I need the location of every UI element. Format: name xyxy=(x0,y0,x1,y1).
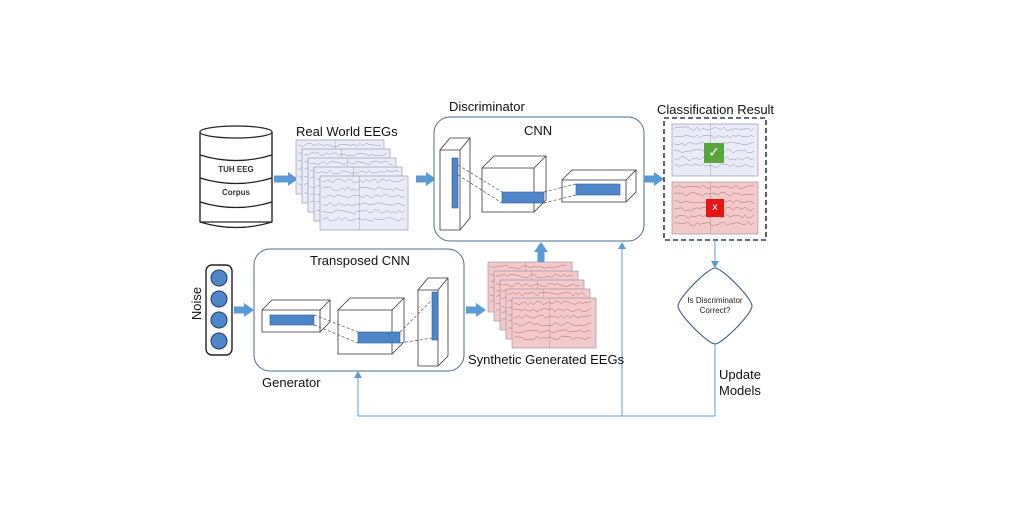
noise-to-gen-arrow xyxy=(244,303,254,317)
disc-to-class-arrow xyxy=(654,172,664,186)
cnn-label: CNN xyxy=(524,123,553,138)
real-eeg-sheet xyxy=(319,175,409,231)
tuh-eeg-label: TUH EEG xyxy=(218,165,254,174)
gen-layer-3 xyxy=(417,277,449,367)
database-icon xyxy=(199,125,273,229)
corpus-label: Corpus xyxy=(222,188,250,197)
checkmark-icon: ✓ xyxy=(704,143,724,163)
real-to-disc-arrow xyxy=(426,172,436,186)
update-label-line2: Models xyxy=(719,383,761,398)
discriminator-label: Discriminator xyxy=(449,99,525,114)
gen-layer-2 xyxy=(337,297,405,355)
disc-layer-3 xyxy=(561,169,637,203)
disc-layer-2 xyxy=(481,155,547,213)
noise-input-icon xyxy=(205,264,233,356)
feedback-lines xyxy=(357,248,716,417)
db-arrow xyxy=(288,172,298,186)
gen-to-synth-arrow xyxy=(476,303,486,317)
synthetic-eeg-stack xyxy=(487,261,597,349)
synthetic-eeg-sheet xyxy=(511,297,597,349)
disc-layer-1 xyxy=(439,137,471,231)
noise-label: Noise xyxy=(189,286,205,321)
real-eeg-stack xyxy=(295,139,409,231)
transposed-cnn-label: Transposed CNN xyxy=(310,253,410,268)
gen-layer-1 xyxy=(261,299,331,333)
generator-label: Generator xyxy=(262,375,321,390)
classification-result-label: Classification Result xyxy=(657,102,775,117)
update-label-line1: Update xyxy=(719,367,761,382)
real-world-eegs-label: Real World EEGs xyxy=(296,124,398,139)
synth-to-disc-arrow xyxy=(534,242,548,252)
cross-icon: x xyxy=(706,199,724,217)
synthetic-generated-eegs-label: Synthetic Generated EEGs xyxy=(468,352,625,367)
decision-question: Is Discriminator Correct? xyxy=(687,296,743,315)
